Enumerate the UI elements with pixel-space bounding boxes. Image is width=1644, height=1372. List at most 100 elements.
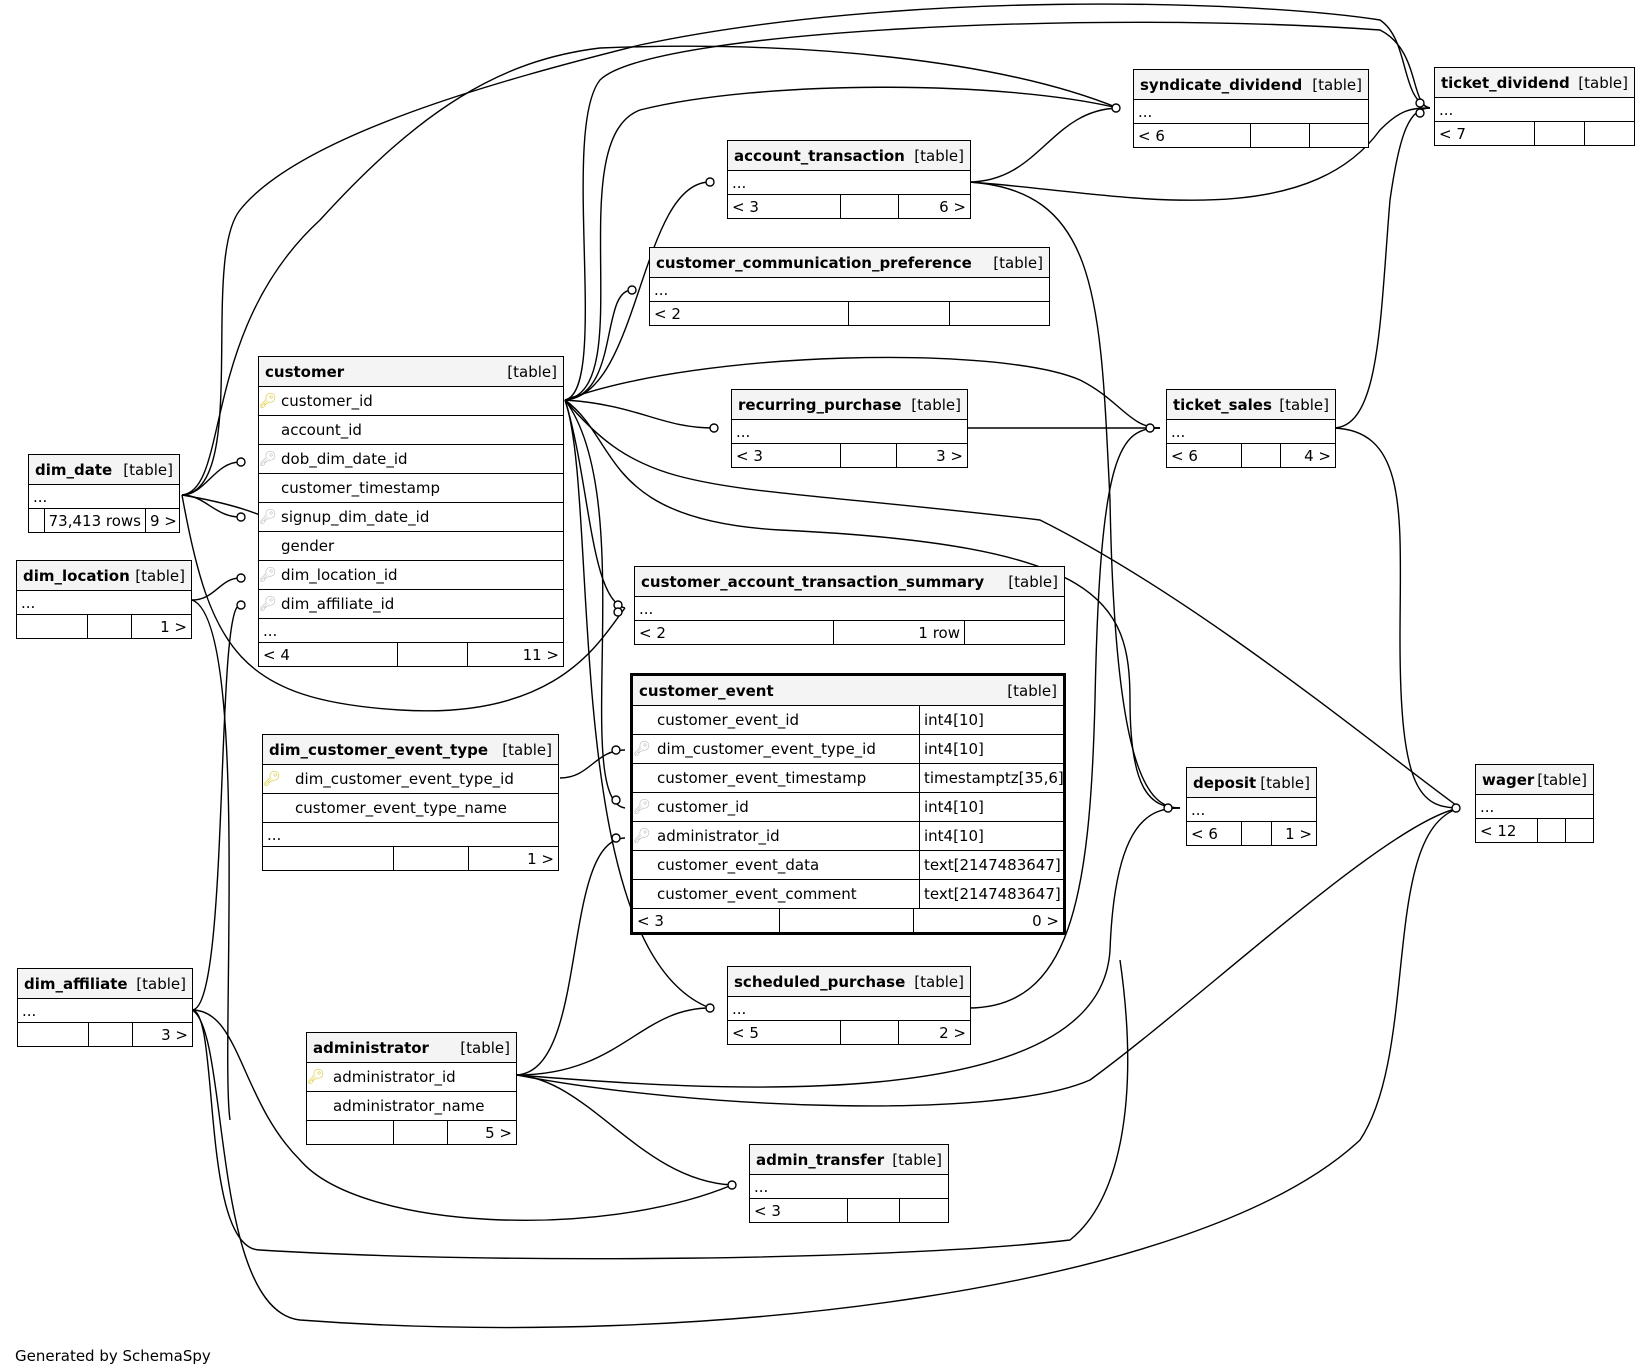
table-tag: [table] [135, 566, 185, 585]
footer-children[interactable] [1309, 124, 1368, 147]
table-account-transaction[interactable]: account_transaction[table] ... < 3 6 > [727, 140, 971, 219]
footer-parents[interactable]: < 3 [754, 1201, 781, 1220]
table-scheduled-purchase[interactable]: scheduled_purchase[table] ... < 5 2 > [727, 966, 971, 1045]
table-administrator[interactable]: administrator[table] 🔑︎administrator_id … [306, 1032, 517, 1145]
ellipsis-row: ... [1476, 795, 1593, 819]
footer-children[interactable]: 6 > [898, 195, 970, 218]
footer-children[interactable]: 2 > [898, 1021, 970, 1044]
table-customer-communication-preference[interactable]: customer_communication_preference[table]… [649, 247, 1050, 326]
edge-dim-date-customer-dob [181, 461, 241, 496]
footer-children[interactable]: 5 > [447, 1121, 516, 1144]
column-row[interactable]: 🔑︎dim_affiliate_id [259, 590, 563, 619]
footer-parents[interactable]: < 4 [263, 645, 290, 664]
table-ticket-sales[interactable]: ticket_sales[table] ... < 6 4 > [1166, 389, 1336, 468]
column-row[interactable]: 🔑︎signup_dim_date_id [259, 503, 563, 532]
column-row[interactable]: account_id [259, 416, 563, 445]
table-dim-affiliate[interactable]: dim_affiliate[table] ... 3 > [17, 968, 193, 1047]
column-row[interactable]: customer_event_type_name [263, 794, 558, 823]
column-row[interactable]: administrator_name [307, 1092, 516, 1121]
footer-children[interactable]: 0 > [913, 909, 1063, 932]
column-row[interactable]: gender [259, 532, 563, 561]
table-tag: [table] [460, 1038, 510, 1057]
table-syndicate-dividend[interactable]: syndicate_dividend[table] ... < 6 [1133, 69, 1369, 148]
footer-children[interactable]: 3 > [132, 1023, 192, 1046]
footer-children[interactable] [1565, 819, 1593, 842]
column-row[interactable]: 🔑︎ dim_customer_event_type_id [263, 765, 558, 794]
table-ticket-dividend[interactable]: ticket_dividend[table] ... < 7 [1434, 67, 1635, 146]
table-name: admin_transfer [756, 1150, 885, 1169]
footer-children[interactable] [1584, 122, 1634, 145]
footer-parents[interactable]: < 3 [732, 197, 759, 216]
footer-children[interactable]: 4 > [1280, 444, 1335, 467]
column-name: administrator_id [333, 1068, 456, 1086]
column-row[interactable]: customer_timestamp [259, 474, 563, 503]
column-row[interactable]: 🔑︎dim_location_id [259, 561, 563, 590]
ellipsis-row: ... [18, 999, 192, 1023]
ellipsis-row: ... [1187, 798, 1316, 822]
footer-parents[interactable] [18, 1023, 88, 1046]
column-row[interactable]: 🔑︎administrator_id [307, 1063, 516, 1092]
footer-parents[interactable]: < 3 [637, 911, 664, 930]
column-name: administrator_name [333, 1097, 485, 1115]
ellipsis-row: ... [263, 823, 558, 847]
column-row[interactable]: 🔑︎customer_id [259, 387, 563, 416]
footer-parents[interactable]: < 5 [732, 1023, 759, 1042]
table-admin-transfer[interactable]: admin_transfer[table] ... < 3 [749, 1144, 949, 1223]
footer-children[interactable] [899, 1199, 948, 1222]
ellipsis-row: ... [1435, 98, 1634, 122]
footer-parents[interactable]: < 6 [1171, 446, 1198, 465]
footer-children[interactable]: 1 > [468, 847, 558, 870]
footer-rows [779, 909, 913, 932]
foreign-key-icon: 🔑︎ [259, 509, 277, 525]
primary-key-icon: 🔑︎ [263, 771, 281, 787]
table-dim-location[interactable]: dim_location[table] ... 1 > [16, 560, 192, 639]
footer-parents[interactable] [29, 509, 44, 532]
footer-children[interactable] [949, 302, 1049, 325]
edge-customer-syndicate-dividend [564, 86, 1119, 401]
column-type: int4[10] [919, 706, 984, 734]
footer-children[interactable]: 3 > [896, 444, 967, 467]
footer-parents[interactable]: < 6 [1191, 824, 1218, 843]
footer-children[interactable]: 1 > [131, 615, 191, 638]
footer-parents[interactable]: < 12 [1480, 821, 1517, 840]
table-tag: [table] [507, 362, 557, 381]
column-name: administrator_id [657, 827, 780, 845]
footer-parents[interactable]: < 6 [1138, 126, 1165, 145]
table-name: dim_location [23, 566, 130, 585]
footer-children[interactable]: 11 > [467, 643, 563, 666]
column-name: dob_dim_date_id [281, 450, 408, 468]
table-footer: < 2 1 row [635, 621, 1064, 644]
table-recurring-purchase[interactable]: recurring_purchase[table] ... < 3 3 > [731, 389, 968, 468]
footer-parents[interactable] [263, 847, 393, 870]
footer-parents[interactable]: < 7 [1439, 124, 1466, 143]
table-customer[interactable]: customer[table] 🔑︎customer_id account_id… [258, 356, 564, 667]
table-dim-customer-event-type[interactable]: dim_customer_event_type[table] 🔑︎dim_cus… [262, 734, 559, 871]
footer-children[interactable]: 9 > [145, 509, 179, 532]
column-row[interactable]: 🔑︎dob_dim_date_id [259, 445, 563, 474]
table-tag: [table] [892, 1150, 942, 1169]
table-tag: [table] [136, 974, 186, 993]
footer-parents[interactable]: < 2 [654, 304, 681, 323]
table-header: ticket_sales[table] [1167, 390, 1335, 420]
column-name: dim_customer_event_type_id [295, 770, 514, 788]
table-footer: 1 > [17, 615, 191, 638]
table-customer-account-transaction-summary[interactable]: customer_account_transaction_summary[tab… [634, 566, 1065, 645]
table-dim-date[interactable]: dim_date[table] ... 73,413 rows 9 > [28, 454, 180, 533]
footer-parents[interactable] [307, 1121, 393, 1144]
footer-parents[interactable]: < 3 [736, 446, 763, 465]
footer-parents[interactable] [17, 615, 87, 638]
footer-parents[interactable]: < 2 [639, 623, 666, 642]
footer-children[interactable] [964, 621, 1064, 644]
table-wager[interactable]: wager[table] ... < 12 [1475, 764, 1594, 843]
table-deposit[interactable]: deposit[table] ... < 6 1 > [1186, 767, 1317, 846]
footer-children[interactable]: 1 > [1271, 822, 1316, 845]
column-name: account_id [281, 421, 362, 439]
